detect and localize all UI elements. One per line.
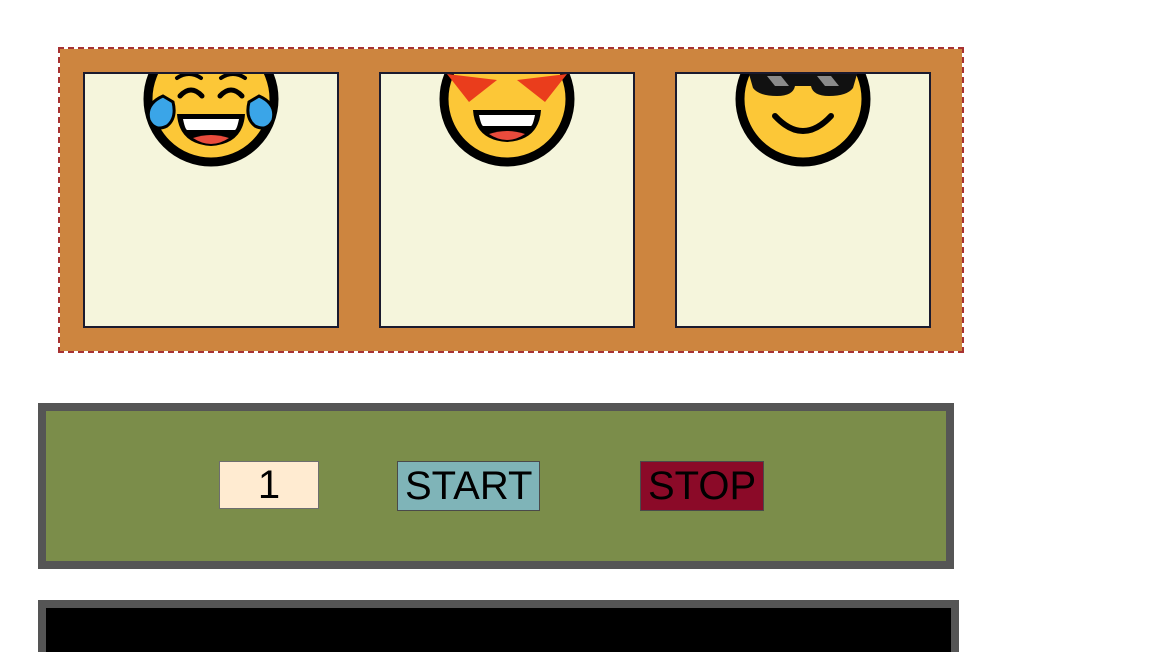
bet-input[interactable]: [219, 461, 319, 509]
reels-frame: [58, 47, 964, 353]
result-display: [38, 600, 959, 652]
reel-2: [379, 72, 635, 328]
sunglasses-face-icon: [735, 74, 871, 167]
heart-eyes-face-icon: [439, 74, 575, 167]
stop-button[interactable]: STOP: [640, 461, 765, 511]
reel-3: [675, 72, 931, 328]
reel-1: [83, 72, 339, 328]
start-button[interactable]: START: [397, 461, 541, 511]
control-panel: START STOP: [38, 403, 954, 569]
tears-of-joy-face-icon: [143, 74, 279, 167]
reels-background: [60, 49, 962, 351]
